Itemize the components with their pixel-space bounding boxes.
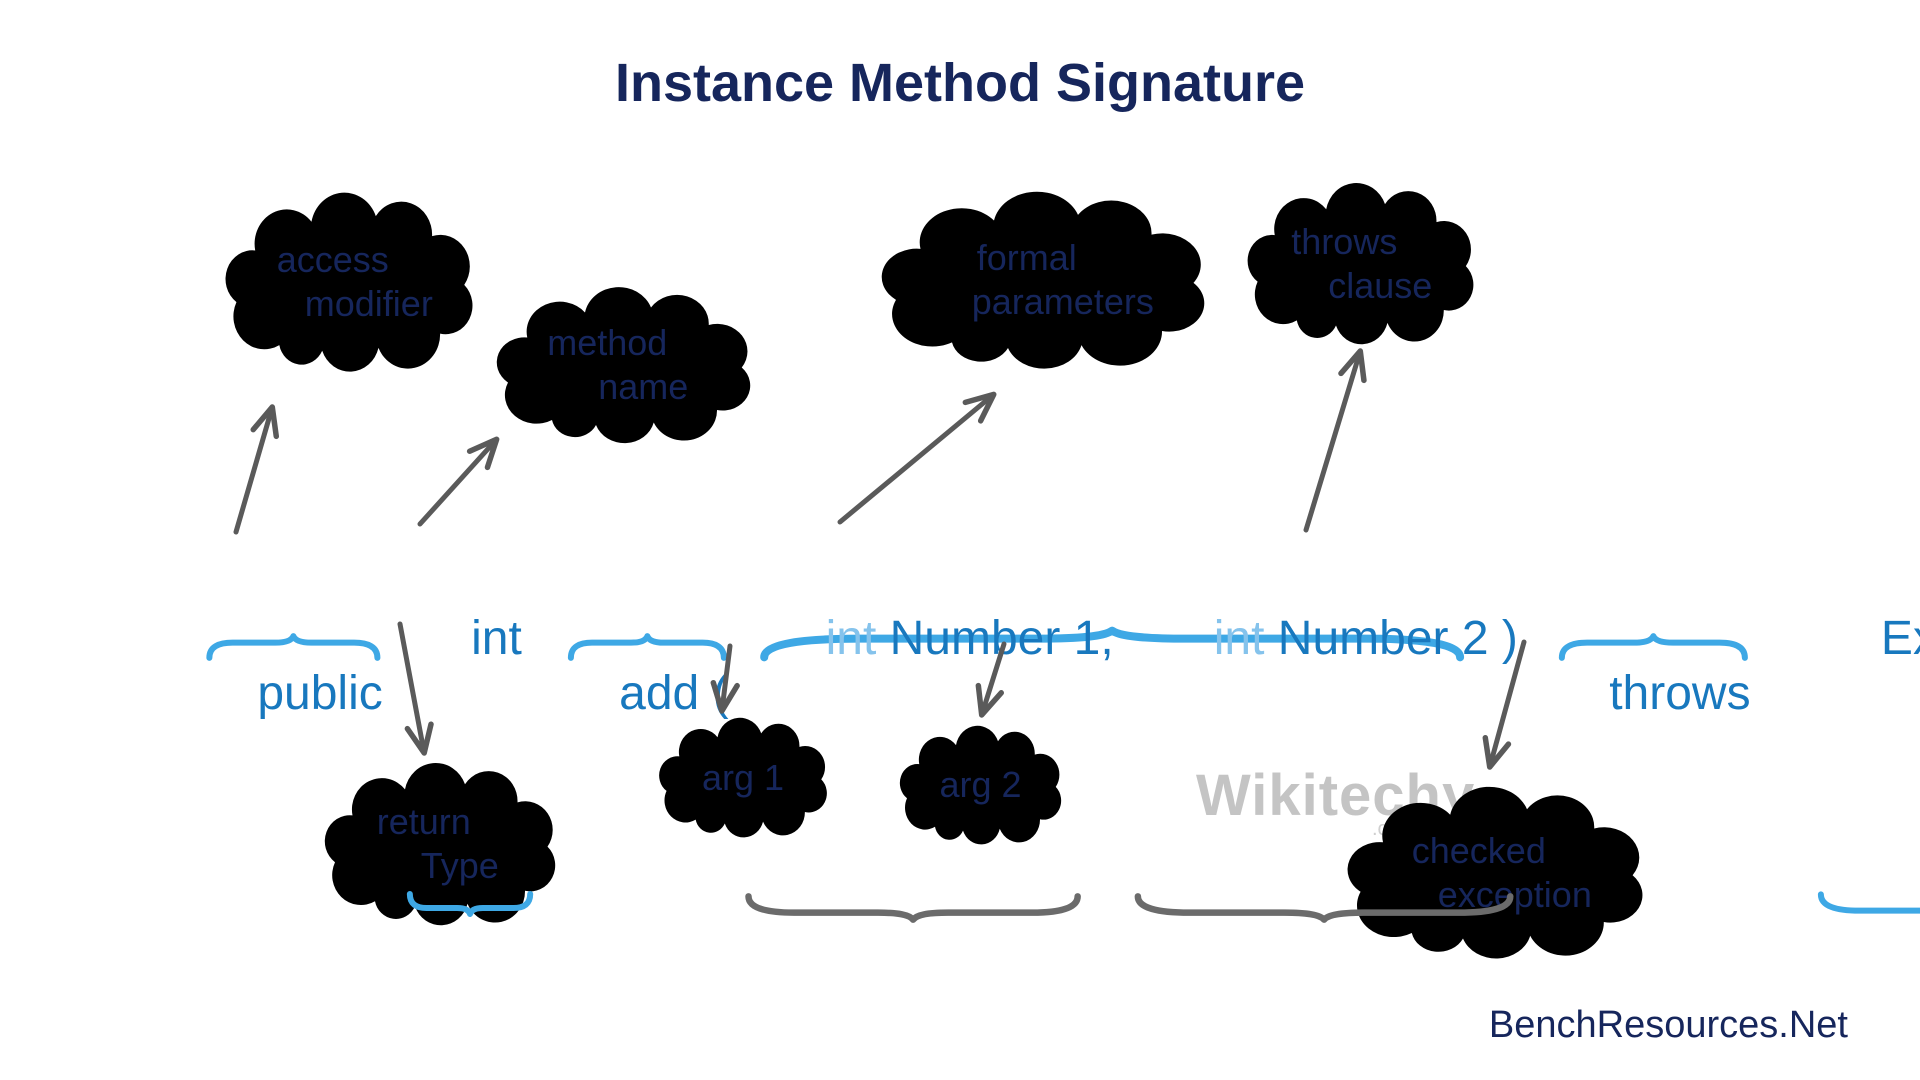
brace-under-param1 bbox=[738, 784, 1088, 812]
cloud-label: arg 1 bbox=[701, 756, 785, 798]
token-param1: int Number 1, bbox=[746, 556, 1114, 776]
cloud-label: method bbox=[547, 322, 668, 364]
param1-name: Number 1, bbox=[889, 612, 1114, 665]
token-parameter-list: int Number 1, int Number 2 ) bbox=[746, 556, 1518, 776]
token-public: public bbox=[204, 556, 383, 776]
cloud-label: checked bbox=[1411, 829, 1546, 871]
keyword-public: public bbox=[257, 667, 383, 720]
wikitechy-watermark: Wikitechy bbox=[1196, 763, 1476, 828]
token-return-type: int bbox=[418, 556, 522, 776]
cloud-throws-clause: throws clause bbox=[1238, 183, 1483, 345]
cloud-label: parameters bbox=[971, 281, 1154, 322]
token-throws: throws bbox=[1556, 556, 1751, 776]
brace-under-exception bbox=[1812, 782, 1920, 810]
exception-text: Exception bbox=[1880, 612, 1920, 665]
arrow-public-to-access-modifier bbox=[233, 404, 280, 535]
cloud-label: name bbox=[598, 366, 689, 407]
token-param2: int Number 2 ) bbox=[1134, 556, 1518, 776]
brace-over-public bbox=[204, 524, 383, 550]
param2-name: Number 2 ) bbox=[1277, 612, 1518, 665]
cloud-label: exception bbox=[1437, 873, 1592, 915]
arrow-add-to-method-name bbox=[417, 436, 500, 527]
brace-under-int bbox=[406, 782, 534, 806]
arrow-throws-to-throws-clause bbox=[1303, 348, 1367, 533]
arrow-params-to-formal-parameters bbox=[837, 391, 997, 525]
cloud-label: clause bbox=[1328, 264, 1433, 306]
cloud-arg2: arg 2 bbox=[893, 725, 1068, 845]
cloud-method-name: method name bbox=[486, 287, 761, 444]
cloud-arg1: arg 1 bbox=[652, 717, 834, 838]
param2-type: int bbox=[1213, 612, 1265, 665]
cloud-formal-parameters: formal parameters bbox=[868, 191, 1218, 369]
wikitechy-watermark-domain: .com bbox=[1372, 818, 1416, 840]
keyword-throws: throws bbox=[1609, 667, 1751, 720]
cloud-label: return bbox=[376, 801, 471, 843]
method-signature-code: public int add ( int Number 1, int Numbe… bbox=[204, 556, 1920, 776]
cloud-label: throws bbox=[1291, 220, 1398, 262]
cloud-access-modifier: access modifier bbox=[215, 192, 483, 372]
brace-over-add bbox=[566, 524, 729, 550]
brace-over-throws bbox=[1556, 524, 1751, 550]
benchresources-credit: BenchResources.Net bbox=[1488, 1004, 1848, 1046]
token-method-name: add ( bbox=[566, 556, 729, 776]
keyword-int: int bbox=[471, 612, 522, 665]
brace-over-parameters bbox=[742, 518, 1482, 550]
cloud-label: arg 2 bbox=[939, 764, 1022, 806]
page-title: Instance Method Signature bbox=[614, 53, 1306, 113]
cloud-checked-exception: checked exception bbox=[1335, 786, 1655, 959]
token-exception: Exception bbox=[1828, 556, 1920, 776]
brace-under-param2 bbox=[1126, 784, 1522, 812]
cloud-label: formal bbox=[976, 237, 1077, 279]
cloud-label: access bbox=[276, 239, 389, 281]
cloud-label: modifier bbox=[304, 283, 433, 324]
param1-type: int bbox=[825, 612, 877, 665]
cloud-label: Type bbox=[420, 845, 499, 886]
cloud-return-type: return Type bbox=[315, 762, 565, 926]
